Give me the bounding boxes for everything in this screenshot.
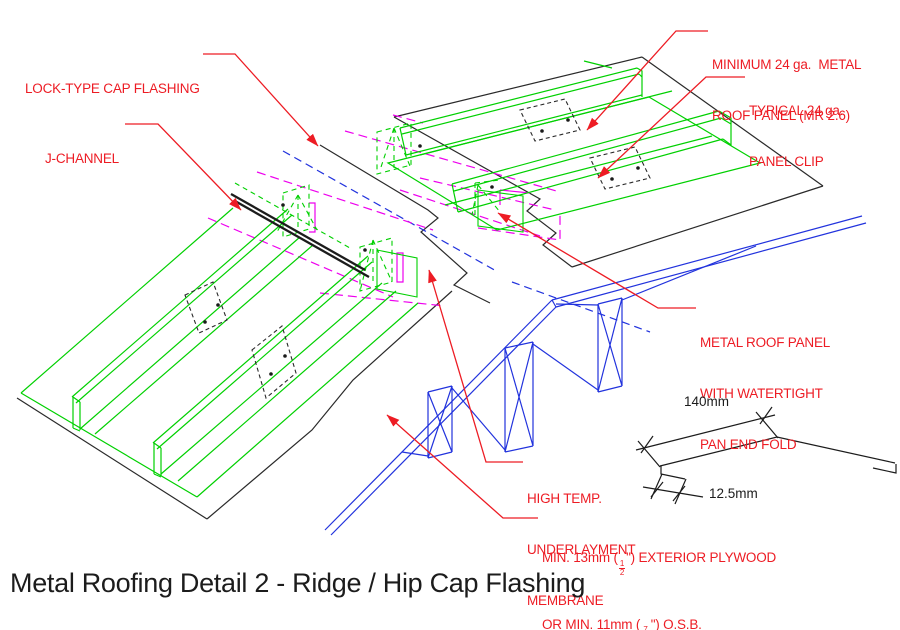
cap-profile-detail — [635, 406, 897, 505]
label-lock-type-cap-flashing: LOCK-TYPE CAP FLASHING — [25, 46, 200, 131]
leader-lock-type-cap-flashing — [203, 53, 319, 147]
label-min-roof-panel: MINIMUM 24 ga. METAL ROOF PANEL (MR 2.6) — [712, 22, 862, 158]
label-j-channel-line: J-CHANNEL — [45, 151, 119, 166]
leader-pan-end-fold — [497, 212, 696, 309]
dimension-hem-width: 12.5mm — [709, 486, 758, 501]
right-roof-panels — [386, 60, 762, 231]
label-panel-clip-line2: PANEL CLIP — [749, 154, 824, 169]
left-roof-panels — [20, 207, 419, 498]
ridge-closures — [234, 122, 524, 298]
leader-plywood — [386, 414, 538, 519]
plywood-text-post: ") EXTERIOR PLYWOOD — [626, 550, 777, 565]
label-pan-end-fold-line3: PAN END FOLD — [700, 437, 797, 452]
label-min-roof-panel-line1: MINIMUM 24 ga. METAL — [712, 57, 862, 72]
label-panel-clip: TYPICAL 24 ga. PANEL CLIP — [749, 68, 843, 204]
j-channel-line — [230, 192, 370, 279]
leader-panel-clip — [597, 76, 745, 179]
osb-text-post: ") O.S.B. — [650, 616, 702, 630]
label-min-roof-panel-line2: ROOF PANEL (MR 2.6) — [712, 108, 850, 123]
leader-min-roof-panel — [586, 30, 708, 131]
leader-lines — [125, 30, 745, 519]
label-pan-end-fold: METAL ROOF PANEL WITH WATERTIGHT PAN END… — [700, 300, 830, 487]
label-membrane-line1: HIGH TEMP. — [527, 491, 602, 506]
plywood-deck-lines — [16, 56, 824, 520]
osb-text-pre: OR MIN. 11mm ( — [542, 616, 641, 630]
leader-membrane — [428, 269, 523, 463]
panel-clips — [184, 98, 651, 399]
label-j-channel: J-CHANNEL — [45, 116, 119, 201]
label-membrane-line3: MEMBRANE — [527, 593, 604, 608]
underlayment-membrane — [324, 215, 867, 536]
label-membrane: HIGH TEMP. UNDERLAYMENT MEMBRANE — [527, 456, 636, 630]
label-membrane-line2: UNDERLAYMENT — [527, 542, 636, 557]
label-plywood-line2: OR MIN. 11mm (716") O.S.B. — [542, 615, 776, 630]
fraction-seven-sixteenths: 716 — [641, 626, 650, 630]
plywood-text-pre: MIN. 13mm ( — [542, 550, 618, 565]
hidden-lines — [282, 150, 651, 333]
label-panel-clip-line1: TYPICAL 24 ga. — [749, 103, 844, 118]
label-pan-end-fold-line1: METAL ROOF PANEL — [700, 335, 831, 350]
label-lock-type-line: LOCK-TYPE CAP FLASHING — [25, 81, 200, 96]
label-pan-end-fold-line2: WITH WATERTIGHT — [700, 386, 823, 401]
fastener-dots — [203, 118, 640, 376]
drawing-title: Metal Roofing Detail 2 - Ridge / Hip Cap… — [10, 568, 586, 598]
leader-j-channel — [125, 123, 242, 211]
dimension-cap-width: 140mm — [684, 394, 730, 409]
